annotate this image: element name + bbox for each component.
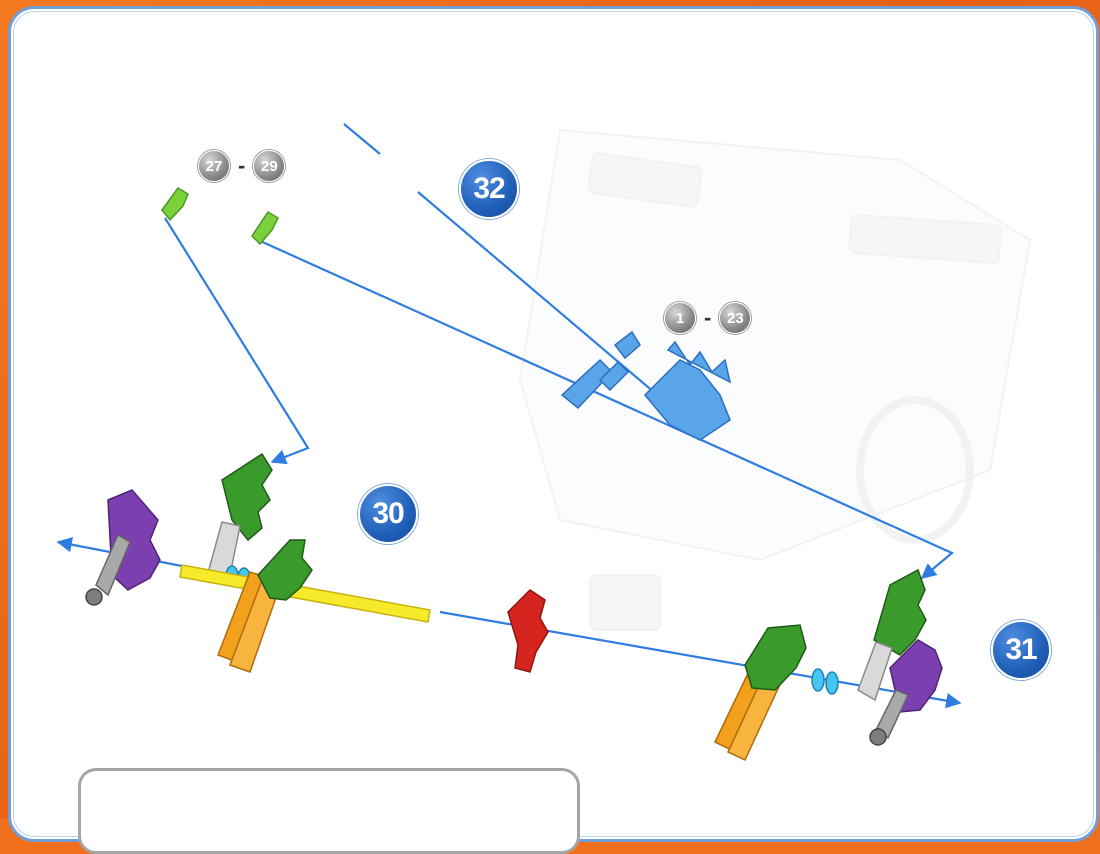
ref-start-1: 1 [664,302,696,334]
cyan-spacers-right [812,669,838,694]
orange-green-wheel-right [715,625,806,760]
ref-dash: - [704,305,711,331]
purple-connector-left [86,490,160,605]
ref-1-23: 1 - 23 [664,302,751,334]
green-connector-left-upper [206,454,272,585]
arrow-green-peg-left [165,218,308,462]
ref-start-27: 27 [198,150,230,182]
red-connector [508,590,548,672]
ref-dash: - [238,153,245,179]
step-32-number: 32 [473,172,504,206]
step-32-badge: 32 [459,159,519,219]
step-31-number: 31 [1005,633,1036,667]
green-peg-right [252,212,278,244]
step-30-badge: 30 [358,484,418,544]
ref-27-29: 27 - 29 [198,150,285,182]
arrow-step32-dash-a [344,124,380,154]
assembly-diagram [0,0,1100,819]
step-30-number: 30 [372,497,403,531]
green-peg-left [162,188,188,220]
step-31-badge: 31 [991,620,1051,680]
callout-panel [78,768,580,854]
ref-end-29: 29 [253,150,285,182]
ref-end-23: 23 [719,302,751,334]
